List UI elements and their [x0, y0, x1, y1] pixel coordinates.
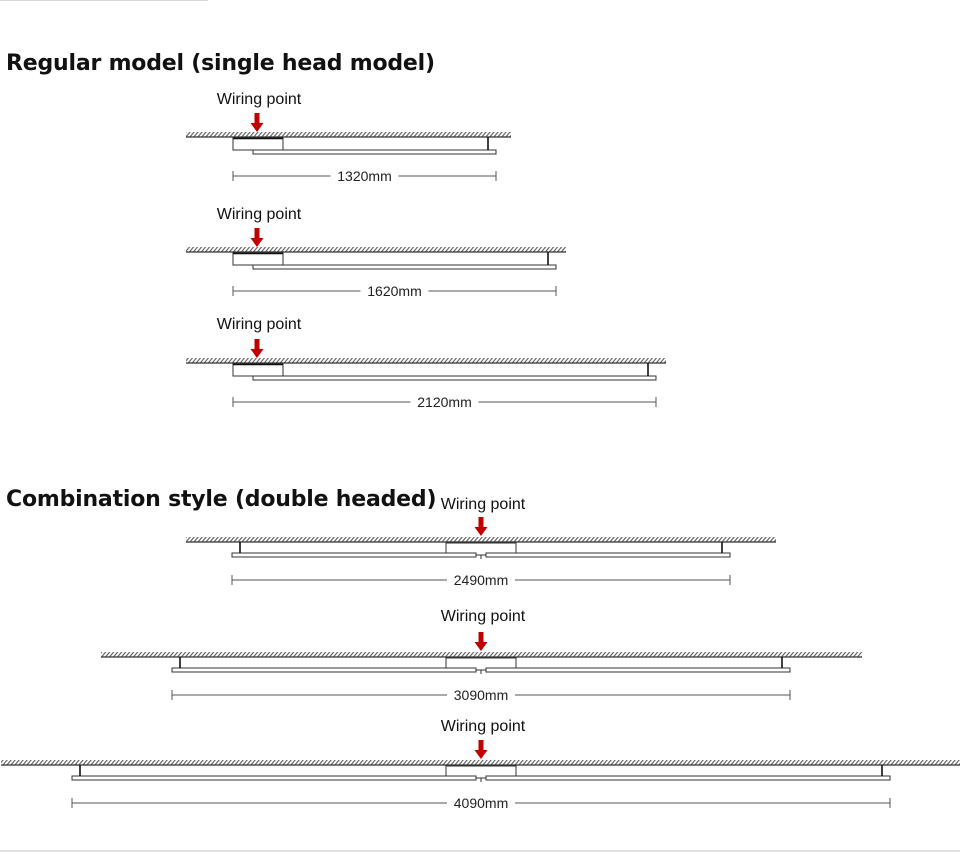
wiring-point-label: Wiring point [217, 316, 302, 333]
ceiling-hatch [186, 247, 566, 252]
dimension-label-bg [360, 283, 429, 299]
dimension-label: 2120mm [417, 394, 471, 410]
single-head-fixture-2: Wiring point 1620mm [186, 206, 566, 299]
dimension-label: 1620mm [367, 283, 421, 299]
top-divider [0, 0, 208, 1]
wiring-arrow-icon [250, 228, 264, 247]
light-bar [252, 375, 657, 381]
light-bar-left [71, 775, 477, 781]
single-head-fixture-1: Wiring point 1320mm [186, 91, 511, 184]
dimension-label-bg [410, 394, 479, 410]
double-head-fixture-3: Wiring point 4090mm [1, 718, 960, 811]
wiring-arrow-icon [250, 339, 264, 358]
ceiling-hatch [186, 537, 776, 542]
double-head-fixture-1: Wiring point 2490mm [186, 496, 776, 588]
light-bar-right [485, 552, 731, 558]
bottom-divider [0, 850, 960, 852]
ceiling-hatch [1, 760, 960, 765]
ceiling-hatch [186, 358, 666, 363]
wiring-point-label: Wiring point [441, 718, 526, 735]
fixture-head [232, 252, 284, 266]
light-bar [252, 149, 497, 155]
fixture-head [232, 137, 284, 151]
dimension-label: 4090mm [454, 795, 508, 811]
wiring-point-label: Wiring point [217, 206, 302, 223]
section-title-regular: Regular model (single head model) [6, 51, 435, 76]
light-bar-left [171, 667, 477, 673]
wiring-point-label: Wiring point [441, 496, 526, 513]
dimension-label-bg [447, 687, 515, 703]
wiring-arrow-icon [474, 632, 488, 651]
wiring-point-label: Wiring point [217, 91, 302, 108]
fixture-head [232, 363, 284, 377]
dimension-label: 1320mm [337, 168, 391, 184]
wiring-arrow-icon [474, 740, 488, 759]
light-bar-right [485, 775, 891, 781]
single-head-fixture-3: Wiring point 2120mm [186, 316, 666, 410]
double-head-fixture-2: Wiring point 3090mm [101, 608, 862, 703]
light-bar-left [231, 552, 477, 558]
dimension-label-bg [330, 168, 399, 184]
dimension-label-bg [447, 795, 515, 811]
light-bar-right [485, 667, 791, 673]
ceiling-hatch [186, 132, 511, 137]
wiring-arrow-icon [474, 517, 488, 536]
ceiling-hatch [101, 652, 862, 657]
section-title-combination: Combination style (double headed) [6, 487, 437, 512]
wiring-arrow-icon [250, 113, 264, 132]
light-bar [252, 264, 557, 270]
dimension-label-bg [447, 572, 515, 588]
dimension-label: 2490mm [454, 572, 508, 588]
dimension-label: 3090mm [454, 687, 508, 703]
wiring-point-label: Wiring point [441, 608, 526, 625]
